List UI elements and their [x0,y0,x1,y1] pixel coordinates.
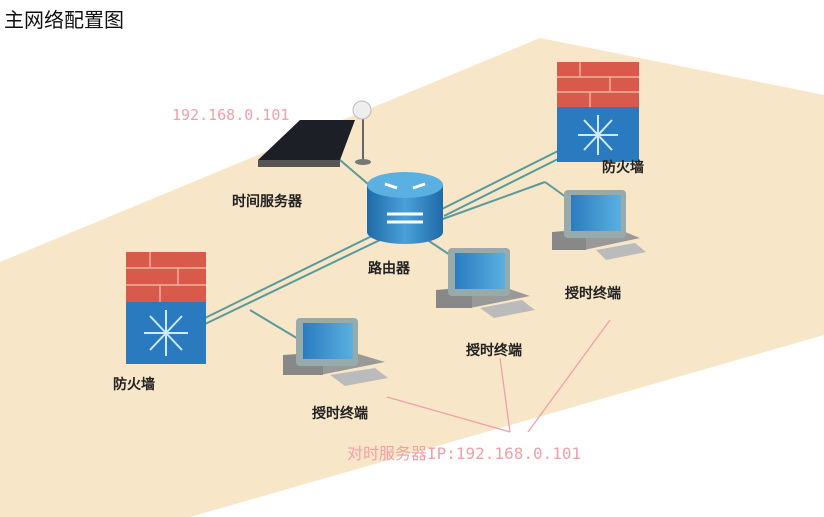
router-label: 路由器 [368,261,410,277]
annotation-pointers [386,319,611,433]
terminal-2-label: 授时终端 [466,343,522,359]
time-server-label: 时间服务器 [232,194,302,210]
firewall-left-icon [126,252,206,364]
firewall-right-label: 防火墙 [602,160,644,176]
terminal-3-label: 授时终端 [565,286,621,302]
time-server-ip-annotation: 对时服务器IP:192.168.0.101 [347,444,582,463]
network-links [204,149,571,341]
server-ip-label: 192.168.0.101 [172,106,290,124]
firewall-right-icon [557,62,639,162]
terminal-2-icon [436,248,535,318]
firewall-left-label: 防火墙 [113,377,155,393]
terminal-1-label: 授时终端 [312,406,368,422]
terminal-3-icon [552,190,646,260]
time-server-icon [258,100,372,167]
page-title: 主网络配置图 [4,8,124,32]
router-icon [367,172,443,244]
terminal-1-icon [283,318,388,386]
